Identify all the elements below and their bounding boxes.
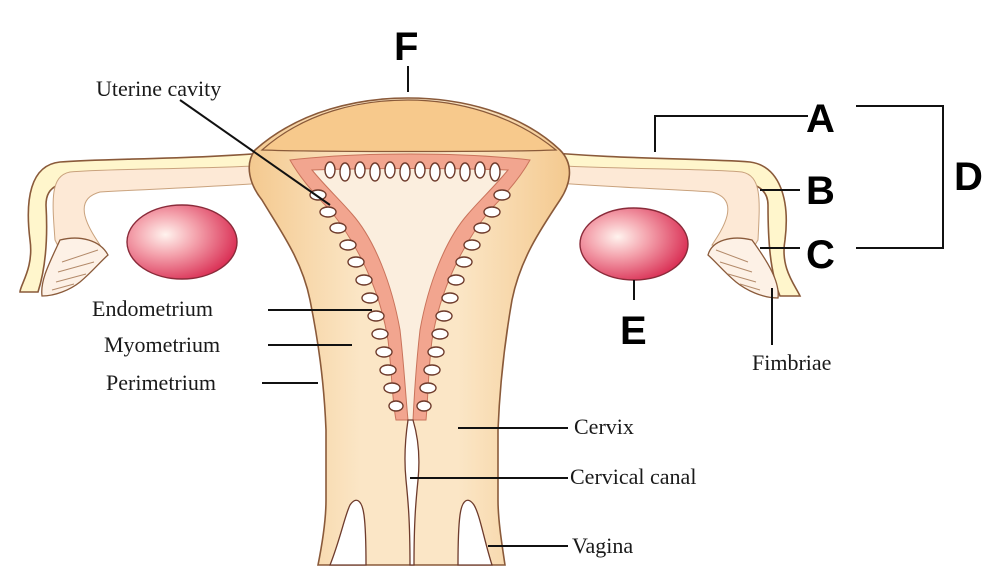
left-fimbriae [41,237,109,297]
letter-a: A [806,97,835,141]
label-vagina: Vagina [572,533,633,558]
leader-a [654,115,808,152]
endometrial-glands [309,161,511,412]
label-perimetrium: Perimetrium [106,370,216,395]
bracket-d [856,105,944,249]
letter-d: D [954,155,983,199]
letter-f: F [394,25,418,69]
label-fimbriae: Fimbriae [752,350,831,375]
label-cervix: Cervix [574,414,634,439]
left-ovary [126,204,238,280]
label-cervical-canal: Cervical canal [570,464,696,489]
label-endometrium: Endometrium [92,296,213,321]
label-uterine-cavity: Uterine cavity [96,76,221,101]
right-fimbriae [707,237,779,299]
right-ovary [579,207,689,281]
cervical-canal [404,419,420,566]
letter-e: E [620,309,647,353]
vagina-left-wall [329,499,367,566]
letter-c: C [806,233,835,277]
fundus [260,99,558,153]
letter-b: B [806,169,835,213]
vagina-right-wall [457,499,493,566]
label-myometrium: Myometrium [104,332,220,357]
leader-uterine-cavity [179,99,331,206]
